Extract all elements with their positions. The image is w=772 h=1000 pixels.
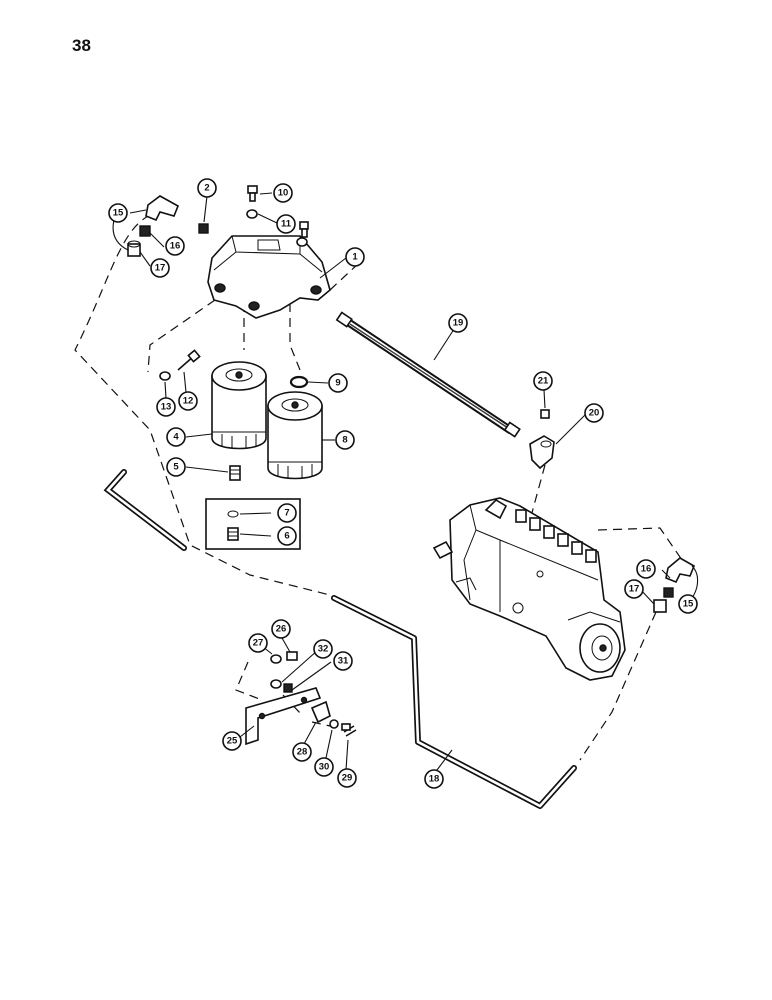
page-number: 38 xyxy=(72,36,91,55)
svg-text:6: 6 xyxy=(284,531,289,542)
callout-28: 28 xyxy=(292,742,312,762)
svg-text:29: 29 xyxy=(342,773,353,784)
svg-text:32: 32 xyxy=(318,644,329,655)
fuel-injection-pump xyxy=(432,497,626,681)
fuel-filter-head xyxy=(207,235,331,319)
svg-text:25: 25 xyxy=(227,736,238,747)
svg-text:16: 16 xyxy=(170,241,181,252)
svg-text:11: 11 xyxy=(281,219,292,230)
fuel-filter-left xyxy=(211,361,267,450)
svg-text:30: 30 xyxy=(319,762,330,773)
svg-text:21: 21 xyxy=(538,376,549,387)
callout-9: 9 xyxy=(328,373,348,393)
callout-30: 30 xyxy=(314,757,334,777)
fuel-filter-right xyxy=(267,391,323,480)
svg-text:15: 15 xyxy=(683,599,694,610)
bolt-and-washer xyxy=(159,349,201,381)
svg-text:15: 15 xyxy=(113,208,124,219)
svg-text:19: 19 xyxy=(453,318,464,329)
callout-6: 6 xyxy=(277,526,297,546)
svg-text:13: 13 xyxy=(161,402,172,413)
callout-27: 27 xyxy=(248,633,268,653)
callout-7: 7 xyxy=(277,503,297,523)
svg-text:26: 26 xyxy=(276,624,287,635)
support-bracket xyxy=(245,687,322,746)
leader-lines xyxy=(112,192,699,771)
callout-18: 18 xyxy=(424,769,444,789)
drain-plug xyxy=(229,465,241,481)
callout-17-right: 17 xyxy=(624,579,644,599)
callout-20: 20 xyxy=(584,403,604,423)
callout-17-left: 17 xyxy=(150,258,170,278)
svg-text:28: 28 xyxy=(297,747,308,758)
svg-text:17: 17 xyxy=(629,584,640,595)
svg-text:12: 12 xyxy=(183,396,194,407)
steel-fuel-line xyxy=(335,311,521,438)
callout-8: 8 xyxy=(335,430,355,450)
callout-15-left: 15 xyxy=(108,203,128,223)
callout-2: 2 xyxy=(197,178,217,198)
callout-32: 32 xyxy=(313,639,333,659)
callout-16-left: 16 xyxy=(165,236,185,256)
svg-text:2: 2 xyxy=(204,183,209,194)
callout-11: 11 xyxy=(276,214,296,234)
callout-31: 31 xyxy=(333,651,353,671)
small-fittings-top xyxy=(198,185,309,247)
callout-26: 26 xyxy=(271,619,291,639)
svg-text:17: 17 xyxy=(155,263,166,274)
svg-text:20: 20 xyxy=(589,408,600,419)
svg-text:10: 10 xyxy=(278,188,289,199)
callout-21: 21 xyxy=(533,371,553,391)
svg-text:27: 27 xyxy=(253,638,264,649)
svg-text:1: 1 xyxy=(352,252,358,263)
svg-text:4: 4 xyxy=(173,432,179,443)
svg-text:16: 16 xyxy=(641,564,652,575)
svg-text:7: 7 xyxy=(284,508,289,519)
o-ring xyxy=(289,375,309,389)
svg-text:5: 5 xyxy=(173,462,179,473)
svg-text:31: 31 xyxy=(338,656,349,667)
elbow-fitting-right xyxy=(653,557,696,613)
callout-5: 5 xyxy=(166,457,186,477)
svg-text:8: 8 xyxy=(342,435,347,446)
return-line-18 xyxy=(103,469,577,809)
callout-15-right: 15 xyxy=(678,594,698,614)
callout-12: 12 xyxy=(178,391,198,411)
callout-19: 19 xyxy=(448,313,468,333)
clamp-and-hardware xyxy=(270,651,357,737)
callout-4: 4 xyxy=(166,427,186,447)
callout-16-right: 16 xyxy=(636,559,656,579)
callout-29: 29 xyxy=(337,768,357,788)
callout-13: 13 xyxy=(156,397,176,417)
callout-1: 1 xyxy=(345,247,365,267)
svg-text:18: 18 xyxy=(429,774,440,785)
svg-text:9: 9 xyxy=(335,378,340,389)
callout-10: 10 xyxy=(273,183,293,203)
elbow-fitting-left xyxy=(127,195,180,257)
callout-25: 25 xyxy=(222,731,242,751)
banjo-fitting xyxy=(529,409,555,470)
